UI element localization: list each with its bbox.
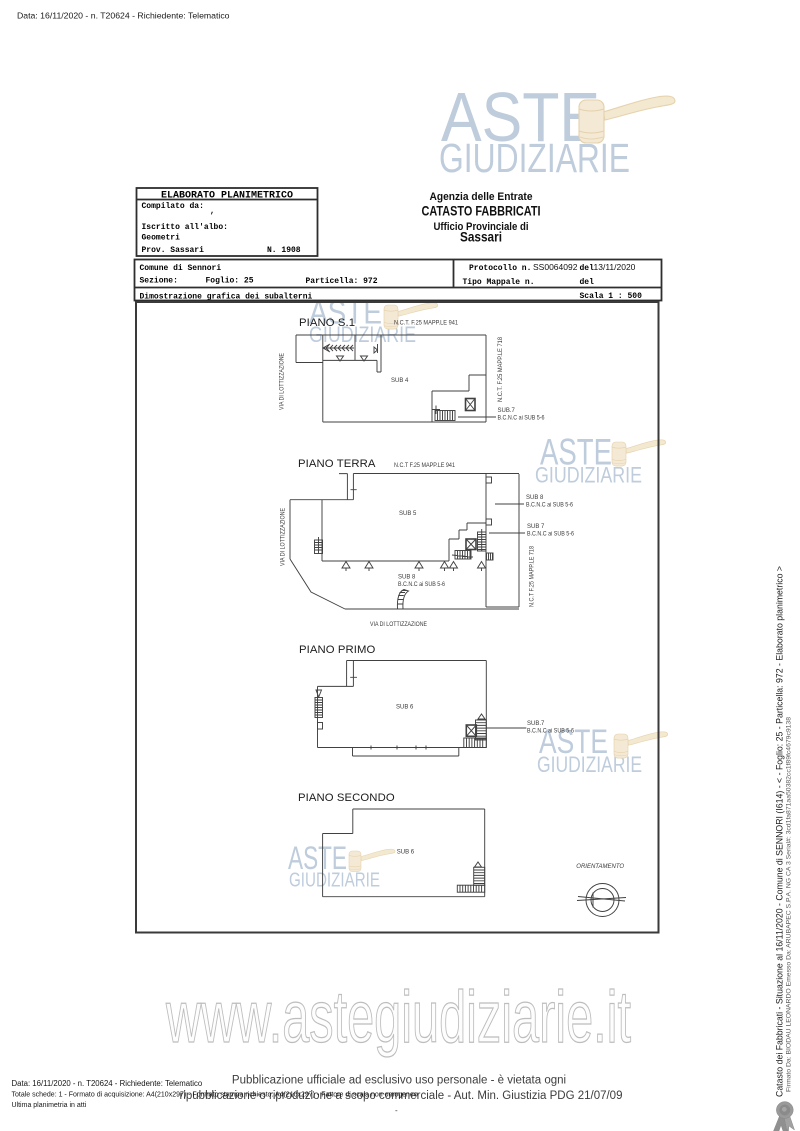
svg-text:B.C.N.C ai SUB 5-6: B.C.N.C ai SUB 5-6 xyxy=(527,729,575,735)
svg-text:del: del xyxy=(580,264,595,273)
svg-text:SUB 8: SUB 8 xyxy=(398,575,416,581)
svg-text:Data: 16/11/2020 - n. T20624 -: Data: 16/11/2020 - n. T20624 - Richieden… xyxy=(12,1079,203,1088)
svg-text:N. 1908: N. 1908 xyxy=(267,246,301,255)
svg-text:Firmato Da: BIODAU LEONARDO Em: Firmato Da: BIODAU LEONARDO Emesso Da: A… xyxy=(786,717,793,1092)
svg-text:ASTE: ASTE xyxy=(441,78,600,156)
svg-text:B.C.N.C ai SUB 5-6: B.C.N.C ai SUB 5-6 xyxy=(498,416,546,422)
svg-text:Ultima planimetria in atti: Ultima planimetria in atti xyxy=(12,1102,87,1109)
svg-text:Totale schede: 1 - Formato di: Totale schede: 1 - Formato di acquisizio… xyxy=(12,1092,418,1099)
svg-text:PIANO TERRA: PIANO TERRA xyxy=(298,458,376,470)
svg-text:SUB.7: SUB.7 xyxy=(527,721,545,727)
svg-text:SUB 7: SUB 7 xyxy=(527,524,545,530)
svg-text:N.C.T F.25 MAPP.LE 941: N.C.T F.25 MAPP.LE 941 xyxy=(394,463,456,469)
svg-text:Sezione:: Sezione: xyxy=(140,277,178,286)
svg-text:B.C.N.C ai SUB 5-6: B.C.N.C ai SUB 5-6 xyxy=(398,582,446,588)
svg-text:SUB 8: SUB 8 xyxy=(526,495,544,501)
svg-text:GIUDIZIARIE: GIUDIZIARIE xyxy=(289,870,380,892)
svg-text:SUB.7: SUB.7 xyxy=(498,408,516,414)
svg-text:N.C.T. F.25 MAPP.LE 941: N.C.T. F.25 MAPP.LE 941 xyxy=(394,321,459,327)
svg-text:ASTE: ASTE xyxy=(288,840,347,876)
svg-text:Data: 16/11/2020 - n. T20624 -: Data: 16/11/2020 - n. T20624 - Richieden… xyxy=(17,11,230,21)
svg-text:Protocollo n.: Protocollo n. xyxy=(469,264,531,273)
svg-text:B.C.N.C ai SUB 5-6: B.C.N.C ai SUB 5-6 xyxy=(527,532,575,538)
svg-text:Iscritto all'albo:: Iscritto all'albo: xyxy=(142,223,228,232)
svg-text:ORIENTAMENTO: ORIENTAMENTO xyxy=(576,864,624,870)
svg-text:Catasto dei Fabbricati - Situa: Catasto dei Fabbricati - Situazione al 1… xyxy=(775,566,785,1097)
svg-text:Tipo Mappale n.: Tipo Mappale n. xyxy=(463,278,535,287)
svg-text:Sassari: Sassari xyxy=(460,230,502,245)
svg-text:Scala 1 : 500: Scala 1 : 500 xyxy=(580,292,643,301)
svg-text:SUB 6: SUB 6 xyxy=(396,705,414,711)
svg-text:Pubblicazione ufficiale ad esc: Pubblicazione ufficiale ad esclusivo uso… xyxy=(232,1075,566,1087)
svg-text:del: del xyxy=(580,278,595,287)
svg-text:VIA DI LOTTIZZAZIONE: VIA DI LOTTIZZAZIONE xyxy=(280,353,286,410)
svg-text:,: , xyxy=(210,207,215,216)
svg-text:Particella: 972: Particella: 972 xyxy=(306,277,378,286)
svg-text:www.astegiudiziarie.it: www.astegiudiziarie.it xyxy=(165,977,631,1058)
svg-text:PIANO S.1: PIANO S.1 xyxy=(299,317,355,329)
svg-text:Prov. Sassari: Prov. Sassari xyxy=(142,246,205,255)
svg-text:ripubblicazione o riproduzione: ripubblicazione o riproduzione a scopo c… xyxy=(180,1090,623,1102)
svg-text:Foglio: 25: Foglio: 25 xyxy=(206,277,254,286)
svg-text:ASTE: ASTE xyxy=(539,723,608,761)
svg-text:Agenzia delle Entrate: Agenzia delle Entrate xyxy=(430,191,533,203)
svg-text:GIUDIZIARIE: GIUDIZIARIE xyxy=(535,463,642,488)
svg-text:N.C.T. F.25 MAPP.LE 718: N.C.T. F.25 MAPP.LE 718 xyxy=(498,336,504,402)
svg-text:CATASTO FABBRICATI: CATASTO FABBRICATI xyxy=(422,204,541,219)
svg-text:SUB 5: SUB 5 xyxy=(399,511,417,517)
svg-text:-: - xyxy=(395,1106,398,1115)
svg-text:VIA DI LOTTIZZAZIONE: VIA DI LOTTIZZAZIONE xyxy=(370,622,427,628)
svg-text:Compilato da:: Compilato da: xyxy=(142,202,204,211)
svg-text:Dimostrazione grafica dei suba: Dimostrazione grafica dei subalterni xyxy=(140,293,313,302)
svg-text:13/11/2020: 13/11/2020 xyxy=(594,262,636,272)
svg-text:ASTE: ASTE xyxy=(540,432,612,473)
svg-text:ELABORATO PLANIMETRICO: ELABORATO PLANIMETRICO xyxy=(161,191,293,202)
svg-text:VIA DI LOTTIZZAZIONE: VIA DI LOTTIZZAZIONE xyxy=(281,508,287,566)
svg-text:SS0064092: SS0064092 xyxy=(533,262,578,272)
svg-text:B.C.N.C ai SUB 5-6: B.C.N.C ai SUB 5-6 xyxy=(526,503,574,509)
svg-text:PIANO SECONDO: PIANO SECONDO xyxy=(298,792,395,804)
svg-text:Comune di Sennori: Comune di Sennori xyxy=(140,264,222,273)
svg-text:Geometri: Geometri xyxy=(142,234,181,243)
svg-text:Ufficio Provinciale di: Ufficio Provinciale di xyxy=(434,221,529,233)
svg-text:SUB 4: SUB 4 xyxy=(391,378,409,384)
svg-text:N.C.T F.25 MAPP.LE 718: N.C.T F.25 MAPP.LE 718 xyxy=(530,545,536,607)
svg-text:PIANO PRIMO: PIANO PRIMO xyxy=(299,644,376,656)
svg-text:SUB 6: SUB 6 xyxy=(397,850,415,856)
